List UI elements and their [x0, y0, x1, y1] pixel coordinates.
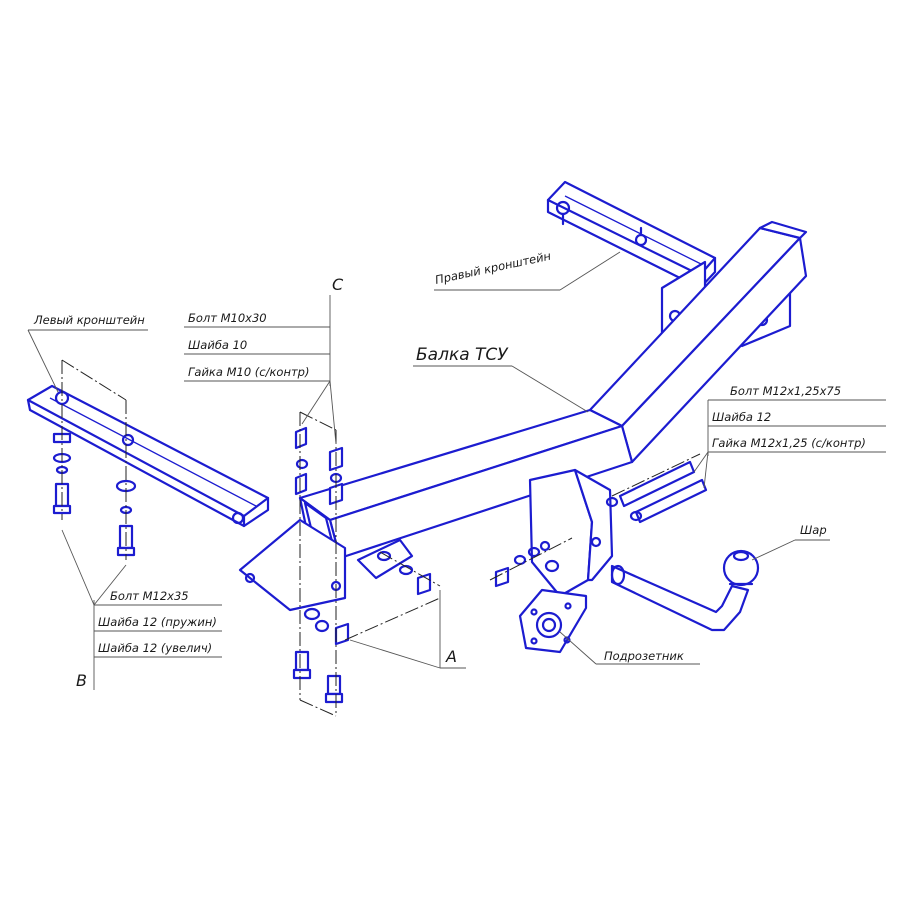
fasteners-right-ballmount: [494, 460, 708, 588]
label-socket-plate: Подрозетник: [604, 649, 684, 663]
label-left-bracket: Левый кронштейн: [33, 313, 145, 327]
callout-b-letter: B: [76, 671, 87, 690]
label-ball: Шар: [800, 523, 827, 537]
left-bracket: [26, 384, 270, 528]
callout-b-line-1: Болт М12х35: [110, 589, 189, 603]
callout-c-letter: C: [332, 275, 344, 294]
callout-right-line-2: Шайба 12: [712, 410, 771, 424]
assembly-axes: [61, 359, 701, 717]
socket-plate: [518, 588, 588, 654]
callout-c-line-2: Шайба 10: [188, 338, 247, 352]
callout-right-line-1: Болт М12х1,25х75: [730, 384, 841, 398]
callout-a-letter: A: [445, 647, 457, 666]
fasteners-a-flange: [292, 550, 432, 704]
callout-c-line-3: Гайка М10 (с/контр): [188, 365, 309, 379]
leader-lines: [27, 251, 886, 690]
callout-b-line-3: Шайба 12 (увелич): [98, 641, 212, 655]
label-beam: Балка ТСУ: [416, 345, 509, 365]
callout-c-line-1: Болт М10х30: [188, 311, 267, 325]
beam: [238, 220, 808, 612]
label-right-bracket: Правый кронштейн: [434, 249, 553, 287]
callout-right-line-3: Гайка М12х1,25 (с/контр): [712, 436, 866, 450]
callout-b-line-2: Шайба 12 (пружин): [98, 615, 217, 629]
